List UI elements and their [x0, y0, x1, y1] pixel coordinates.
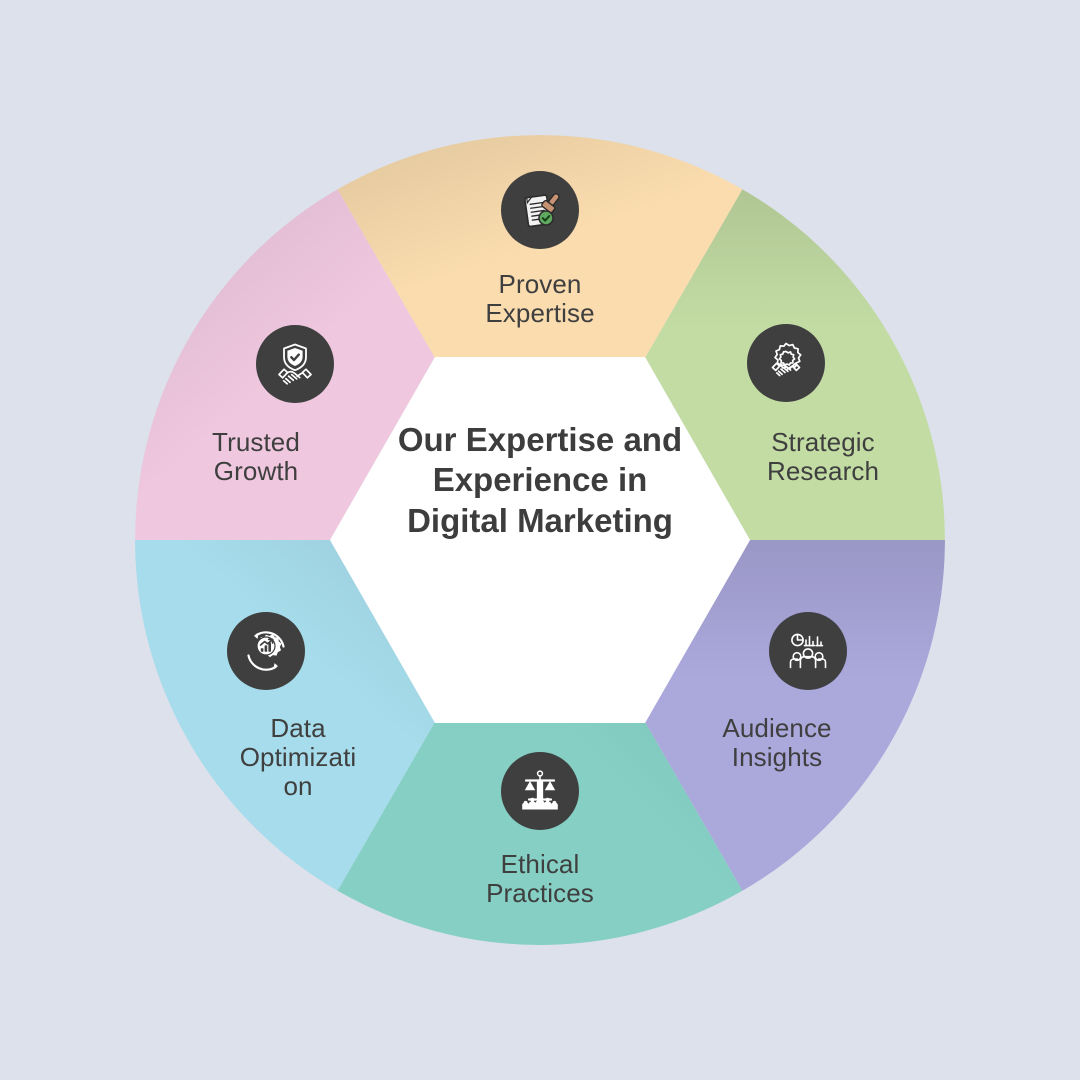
label-line: Optimizati: [239, 742, 357, 773]
label-line: Proven: [498, 269, 582, 299]
segment-label-audience-insights: Audience Insights: [668, 713, 886, 773]
document-stamp-approved-icon: [501, 171, 579, 249]
label-line: Trusted: [212, 427, 300, 457]
label-line: Strategic: [771, 427, 875, 457]
label-line: on: [283, 771, 313, 802]
segment-label-strategic-research: Strategic Research: [716, 427, 930, 487]
label-line: Insights: [731, 742, 823, 773]
label-line: Audience: [722, 713, 832, 743]
people-analytics-chart-icon: [769, 612, 847, 690]
segment-label-data-optimization: Data Optimizati on: [208, 713, 388, 802]
segment-label-trusted-growth: Trusted Growth: [166, 427, 346, 487]
gear-handshake-icon: [747, 324, 825, 402]
center-hexagon: [330, 357, 750, 723]
shield-check-handshake-icon: [256, 325, 334, 403]
balance-scales-people-icon: [501, 752, 579, 830]
segment-label-proven-expertise: Proven Expertise: [430, 269, 650, 329]
label-line: Research: [766, 456, 880, 487]
label-line: Data: [270, 713, 326, 743]
segment-proven-expertise[interactable]: [337, 134, 743, 540]
label-line: Practices: [486, 878, 594, 909]
page-title: Our Expertise and Experience in Digital …: [397, 421, 683, 539]
label-line: Growth: [213, 456, 299, 487]
gear-growth-chart-cycle-icon: [227, 612, 305, 690]
label-line: Ethical: [500, 849, 580, 879]
label-line: Expertise: [485, 298, 595, 329]
segment-ethical-practices[interactable]: [337, 540, 743, 946]
segment-label-ethical-practices: Ethical Practices: [432, 849, 648, 909]
